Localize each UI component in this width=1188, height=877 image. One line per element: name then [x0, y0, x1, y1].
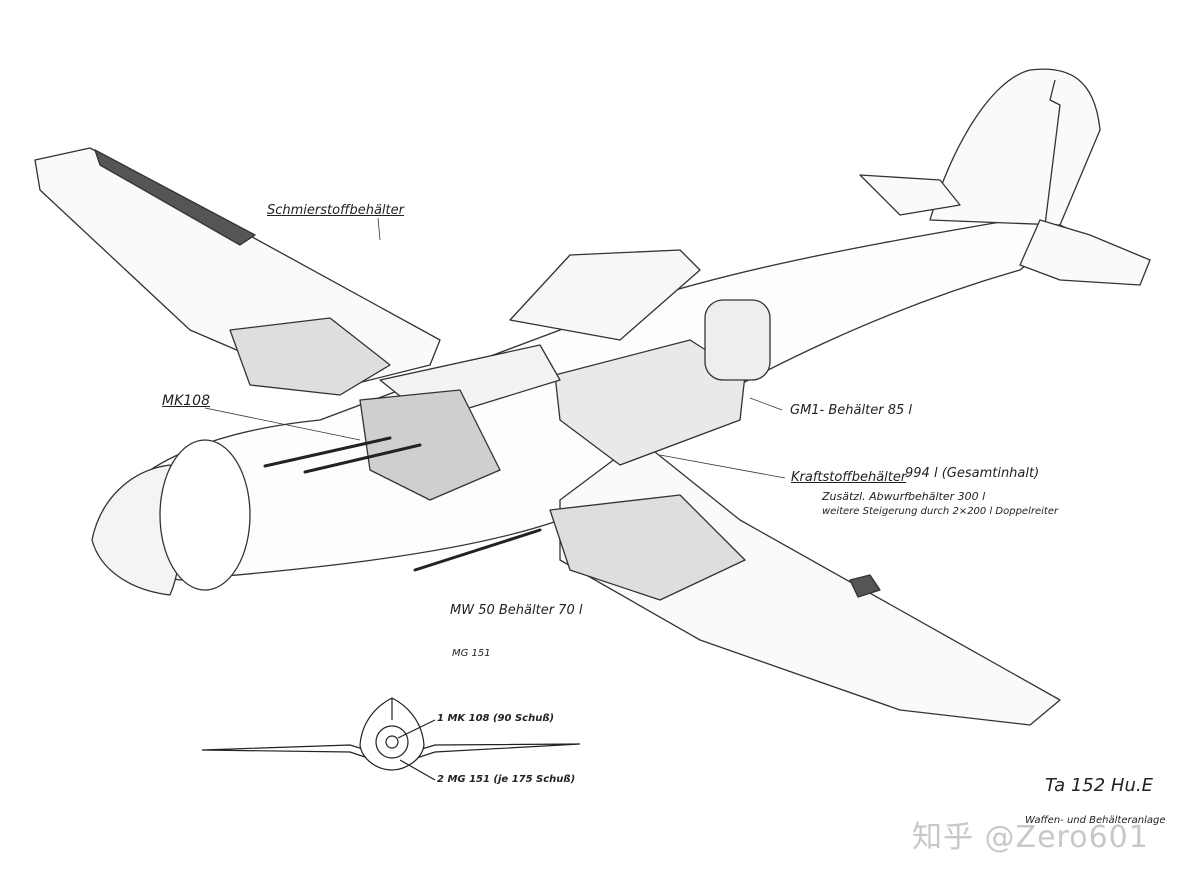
leader-kraftstoff [659, 454, 786, 479]
label-mk108: MK108 [162, 393, 210, 409]
cowling-ring [159, 439, 251, 591]
label-mw50: MW 50 Behälter 70 l [450, 603, 583, 618]
right-stabilizer [1019, 219, 1151, 286]
mk108-barrel-lower [303, 443, 422, 474]
right-gun-bay [549, 494, 746, 601]
left-wing [34, 147, 441, 391]
gm1-tank [704, 299, 771, 381]
label-kraftstoff-amount: 994 l (Gesamtinhalt) [905, 466, 1040, 481]
label-zusatz-1: Zusätzl. Abwurfbehälter 300 l [822, 490, 986, 503]
front-spinner-inner [385, 735, 399, 749]
rudder-line [1044, 79, 1061, 226]
label-mg151: MG 151 [452, 648, 491, 659]
mg151-barrel [413, 528, 542, 572]
diagram-subtitle: Waffen- und Behälteranlage [1025, 815, 1166, 826]
label-schmierstoff: Schmierstoffbehälter [267, 203, 404, 218]
leader-mk108 [204, 407, 361, 441]
label-kraftstoff-name: Kraftstoffbehälter [791, 470, 907, 485]
wing-tip-stripe [849, 574, 881, 598]
left-stabilizer [859, 174, 961, 216]
aileron [94, 149, 256, 246]
label-front-mg151: 2 MG 151 (je 175 Schuß) [437, 774, 576, 785]
label-front-mk108: 1 MK 108 (90 Schuß) [437, 713, 555, 724]
canopy [509, 249, 701, 341]
label-zusatz-2: weitere Steigerung durch 2×200 l Doppelr… [822, 506, 1059, 517]
front-leader-mg151 [399, 759, 436, 781]
watermark: 知乎 @Zero601 [912, 820, 1149, 855]
front-leader-mk108 [397, 719, 436, 739]
vertical-tail [929, 68, 1101, 226]
label-gm1: GM1- Behälter 85 l [790, 403, 912, 418]
diagram-title: Ta 152 Hu.E [1045, 775, 1153, 796]
mk108-barrel-upper [263, 436, 392, 468]
left-gun-bay [229, 317, 391, 396]
leader-schmierstoff [377, 217, 381, 241]
leader-gm1 [749, 397, 783, 411]
fuel-tank [554, 339, 746, 466]
